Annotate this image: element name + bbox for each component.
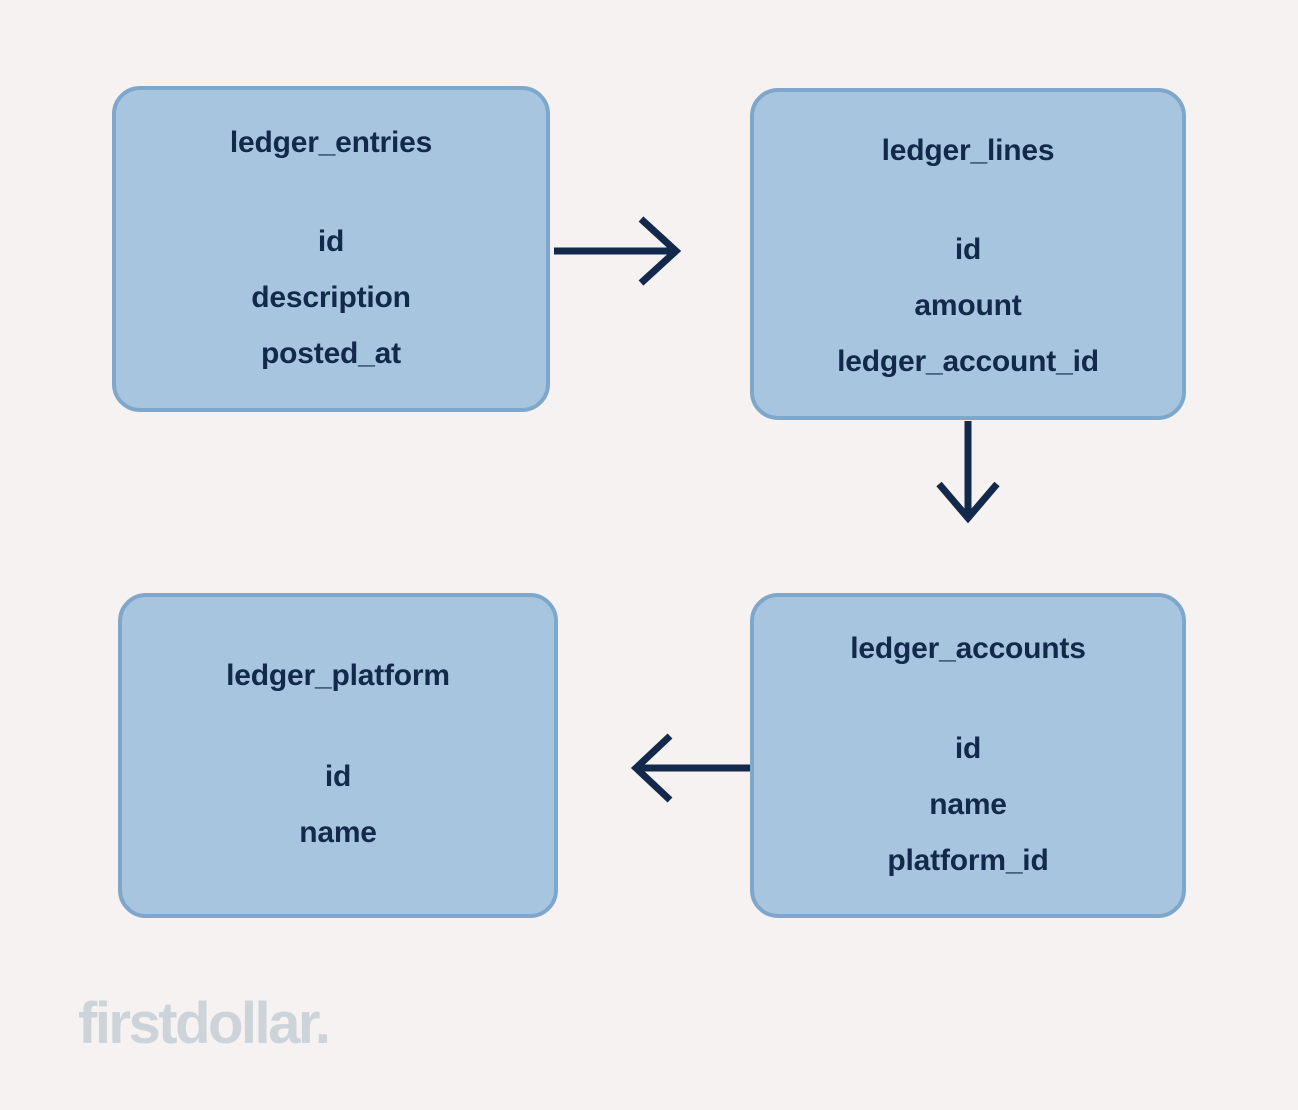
relationship-arrow-accounts-to-platform bbox=[630, 733, 750, 803]
first-dollar-logo: firstdollar. bbox=[78, 991, 331, 1056]
relationship-arrow-entries-to-lines bbox=[554, 216, 682, 286]
entity-field: amount bbox=[914, 289, 1022, 322]
entity-field: description bbox=[251, 281, 411, 314]
entity-field: id bbox=[317, 225, 345, 258]
entity-box-ledger-entries[interactable]: ledger_entries id description posted_at bbox=[112, 86, 550, 412]
entity-field: name bbox=[299, 816, 377, 849]
entity-box-ledger-platform[interactable]: ledger_platform id name bbox=[118, 593, 558, 918]
entity-title: ledger_entries bbox=[229, 126, 433, 159]
entity-box-ledger-accounts[interactable]: ledger_accounts id name platform_id bbox=[750, 593, 1186, 918]
entity-field: id bbox=[954, 732, 982, 765]
entity-title: ledger_lines bbox=[881, 134, 1055, 167]
entity-title: ledger_platform bbox=[226, 659, 450, 692]
entity-field: id bbox=[954, 233, 982, 266]
entity-field-list: id name bbox=[299, 749, 377, 861]
entity-field: ledger_account_id bbox=[837, 345, 1099, 378]
entity-field-list: id amount ledger_account_id bbox=[837, 222, 1099, 390]
entity-field-list: id description posted_at bbox=[251, 214, 411, 382]
entity-box-ledger-lines[interactable]: ledger_lines id amount ledger_account_id bbox=[750, 88, 1186, 420]
entity-field: posted_at bbox=[261, 337, 401, 370]
entity-field: name bbox=[929, 788, 1007, 821]
entity-field: platform_id bbox=[887, 844, 1049, 877]
relationship-arrow-lines-to-accounts bbox=[936, 421, 1000, 524]
entity-title: ledger_accounts bbox=[850, 632, 1086, 665]
entity-field: id bbox=[324, 760, 352, 793]
entity-field-list: id name platform_id bbox=[887, 721, 1048, 889]
